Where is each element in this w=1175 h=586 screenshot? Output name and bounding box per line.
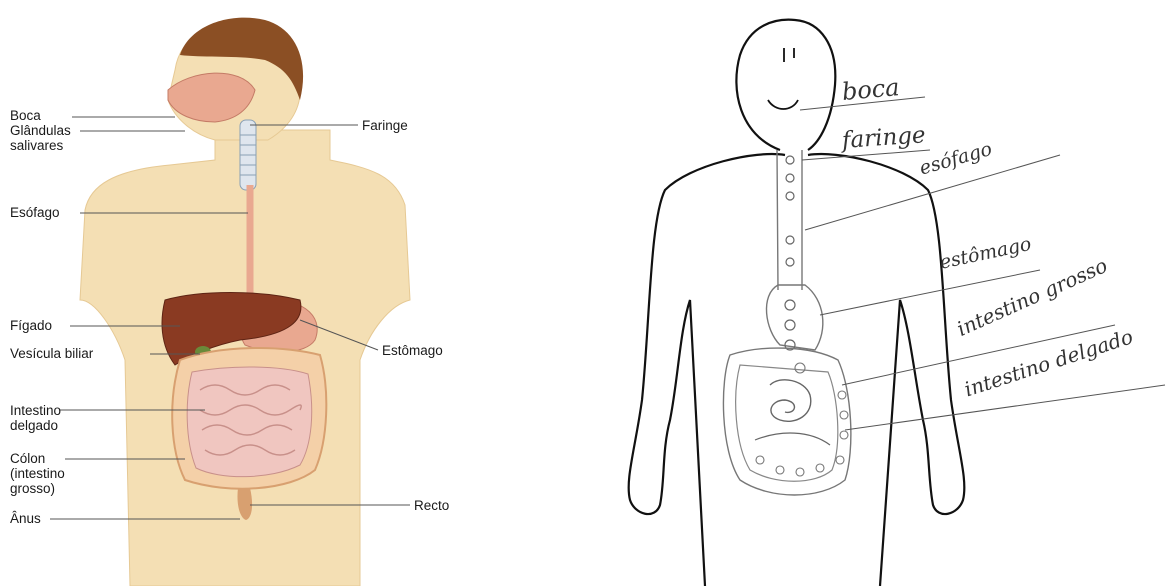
handwritten-boca: boca [841, 73, 901, 106]
label-esofago: Esófago [10, 205, 60, 220]
label-faringe: Faringe [362, 118, 408, 133]
label-vesicula-biliar: Vesícula biliar [10, 346, 93, 361]
label-estomago: Estômago [382, 343, 443, 358]
label-boca: Boca [10, 108, 41, 123]
label-glandulas-salivares: Glândulas salivares [10, 123, 71, 153]
head-outline [736, 20, 835, 150]
label-anus: Ânus [10, 511, 41, 526]
drawn-esophagus [777, 150, 802, 290]
mouth [768, 100, 798, 109]
esophagus-rings [786, 156, 794, 266]
label-recto: Recto [414, 498, 449, 513]
hand-drawn-digestive-diagram: boca faringe esófago estômago intestino … [580, 0, 1175, 586]
small-intestine [187, 367, 312, 477]
printed-body-illustration [0, 0, 560, 586]
drawn-stomach [766, 285, 822, 350]
label-colon: Cólon (intestino grosso) [10, 451, 65, 496]
label-figado: Fígado [10, 318, 52, 333]
intestine-rings [756, 363, 848, 476]
label-intestino-delgado: Intestino delgado [10, 403, 61, 433]
printed-digestive-diagram: Boca Glândulas salivares Faringe Esófago… [0, 0, 560, 586]
drawn-small-intestine [770, 380, 811, 421]
